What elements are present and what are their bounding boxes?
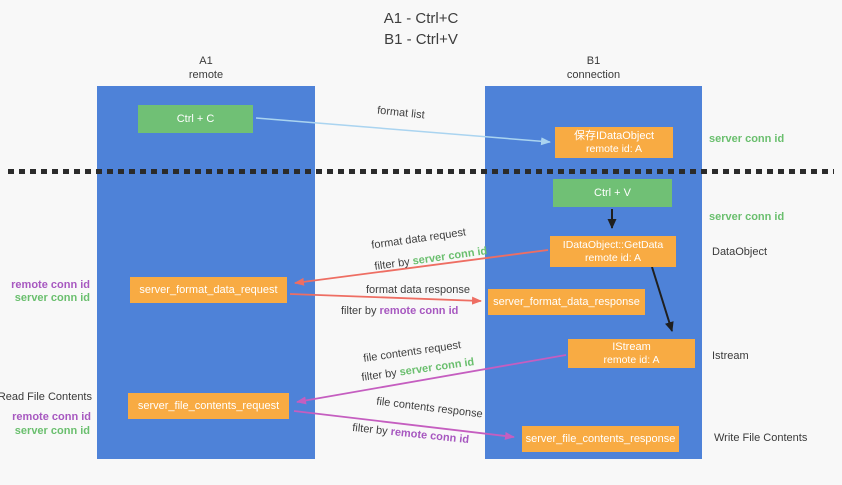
filter-by-text: filter by xyxy=(341,305,380,317)
ctrl-c-box: Ctrl + C xyxy=(138,105,253,133)
read-file-contents-label: Read File Contents xyxy=(0,391,92,403)
server-conn-id-key: server conn id xyxy=(411,245,489,268)
save-dataobject-label: 保存IDataObject xyxy=(573,129,655,142)
server-format-data-request-box: server_format_data_request xyxy=(130,277,287,303)
istream-label: IStream xyxy=(612,340,651,353)
istream-side-label: Istream xyxy=(712,350,749,362)
title-line-b1: B1 - Ctrl+V xyxy=(384,31,458,48)
filter-by-text: filter by xyxy=(360,366,401,384)
getdata-label: IDataObject::GetData xyxy=(562,238,664,251)
istream-remote-id: remote id: A xyxy=(603,353,660,366)
file-contents-response-label: file contents response xyxy=(375,395,484,421)
left-remote-conn-id-label-2: remote conn id xyxy=(12,411,91,423)
server-format-data-request-label: server_format_data_request xyxy=(139,283,278,296)
filter-by-text: filter by xyxy=(351,421,392,438)
format-data-request-label: format data request xyxy=(370,226,467,252)
dataobject-label: DataObject xyxy=(712,246,768,258)
server-format-data-response-label: server_format_data_response xyxy=(493,295,640,308)
diagram-title: A1 - Ctrl+C B1 - Ctrl+V xyxy=(0,8,842,50)
filter-by-text: filter by xyxy=(373,255,414,273)
machine-a-header: A1 remote xyxy=(97,54,315,82)
ctrl-v-label: Ctrl + V xyxy=(594,186,631,199)
right-server-conn-id-label: server conn id xyxy=(709,133,785,145)
ctrl-c-label: Ctrl + C xyxy=(176,112,215,125)
remote-conn-id-key: remote conn id xyxy=(379,305,459,317)
left-server-conn-id-label-2: server conn id xyxy=(14,425,90,437)
server-file-contents-response-label: server_file_contents_response xyxy=(525,432,676,445)
format-data-response-label: format data response xyxy=(366,284,470,296)
machine-b-name: B1 xyxy=(586,55,601,67)
save-dataobject-box: 保存IDataObject remote id: A xyxy=(555,127,673,158)
remote-conn-id-key: remote conn id xyxy=(389,425,470,447)
istream-box: IStream remote id: A xyxy=(568,339,695,368)
left-remote-conn-id-label: remote conn id xyxy=(11,279,90,291)
file-contents-response-filter-label: filter by remote conn id xyxy=(352,422,470,446)
server-file-contents-request-box: server_file_contents_request xyxy=(128,393,289,419)
format-data-response-filter-label: filter by remote conn id xyxy=(341,305,458,317)
getdata-box: IDataObject::GetData remote id: A xyxy=(550,236,676,267)
title-line-a1: A1 - Ctrl+C xyxy=(383,10,459,27)
machine-a-name: A1 xyxy=(199,55,213,67)
machine-b-subtitle: connection xyxy=(566,69,621,81)
ctrl-v-box: Ctrl + V xyxy=(553,179,672,207)
server-file-contents-request-label: server_file_contents_request xyxy=(137,399,280,412)
dotted-separator-line xyxy=(8,169,834,174)
format-data-request-filter-label: filter by server conn id xyxy=(374,245,488,273)
left-server-conn-id-label: server conn id xyxy=(14,292,90,304)
server-file-contents-response-box: server_file_contents_response xyxy=(522,426,679,452)
machine-a-subtitle: remote xyxy=(188,69,224,81)
format-list-label: format list xyxy=(376,104,426,122)
machine-b-header: B1 connection xyxy=(485,54,702,82)
right-server-conn-id-label-2: server conn id xyxy=(709,211,785,223)
write-file-contents-label: Write File Contents xyxy=(714,432,808,444)
server-conn-id-key: server conn id xyxy=(398,356,476,379)
save-dataobject-remote-id: remote id: A xyxy=(585,142,643,155)
server-format-data-response-box: server_format_data_response xyxy=(488,289,645,315)
getdata-remote-id: remote id: A xyxy=(584,251,642,264)
